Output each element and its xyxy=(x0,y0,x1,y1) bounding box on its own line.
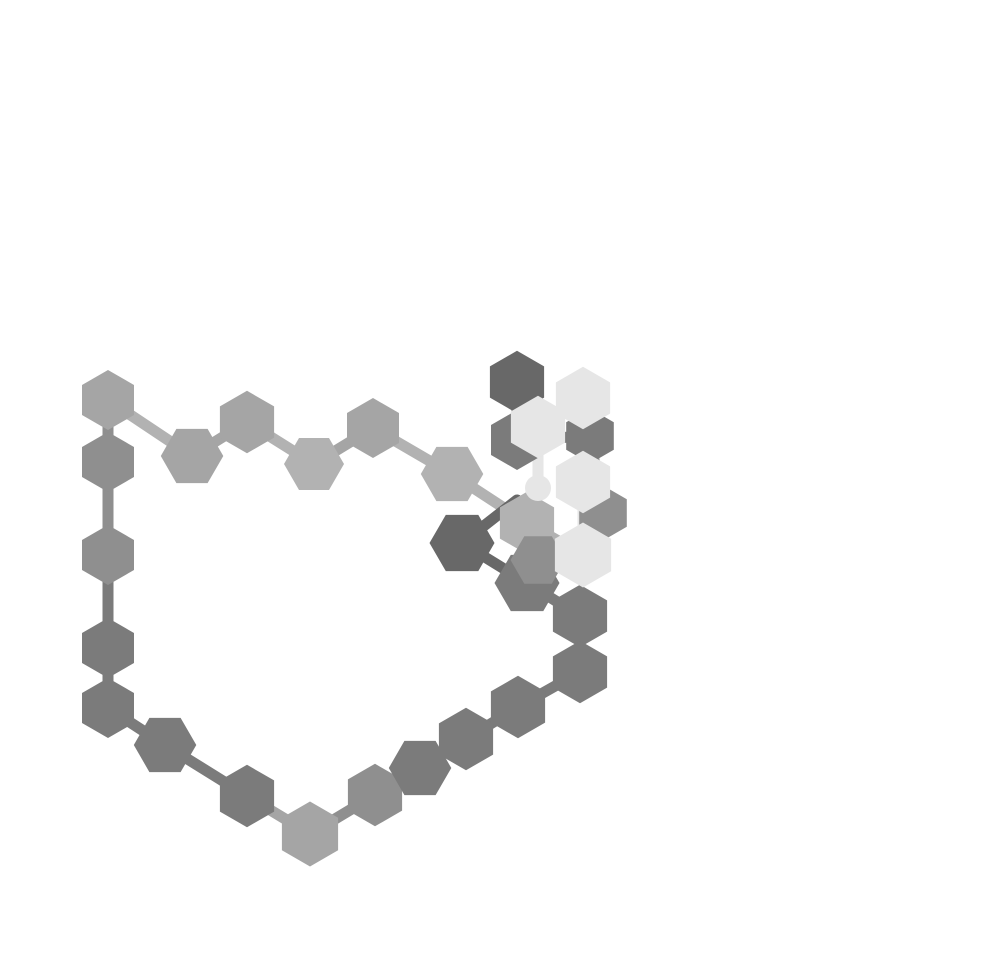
hex-tile xyxy=(82,678,134,738)
hex-tile xyxy=(219,390,275,454)
hex-tile xyxy=(284,438,344,490)
hex-tile xyxy=(489,350,545,414)
hex-tile xyxy=(160,428,224,484)
hex-tile xyxy=(219,764,275,828)
hex-tile xyxy=(347,398,399,458)
hex-tile xyxy=(133,717,197,773)
hex-tile xyxy=(555,450,611,514)
hex-tile xyxy=(281,801,339,867)
hex-tile xyxy=(510,536,566,584)
hex-tile xyxy=(552,584,608,648)
hex-tile xyxy=(388,740,452,796)
hex-tile xyxy=(555,366,611,430)
joint-node xyxy=(525,475,551,501)
hex-tile xyxy=(82,525,134,585)
hex-tile xyxy=(82,370,134,430)
hex-tile xyxy=(429,514,495,572)
hex-tile xyxy=(82,432,134,492)
hex-tile xyxy=(347,763,403,827)
hex-tile xyxy=(554,522,612,588)
hex-tiles xyxy=(82,350,627,867)
hex-tile xyxy=(438,707,494,771)
hex-tile xyxy=(552,640,608,704)
hex-tile xyxy=(490,675,546,739)
hex-tile xyxy=(510,395,566,459)
hex-tile xyxy=(420,446,484,502)
hex-tile xyxy=(82,618,134,678)
